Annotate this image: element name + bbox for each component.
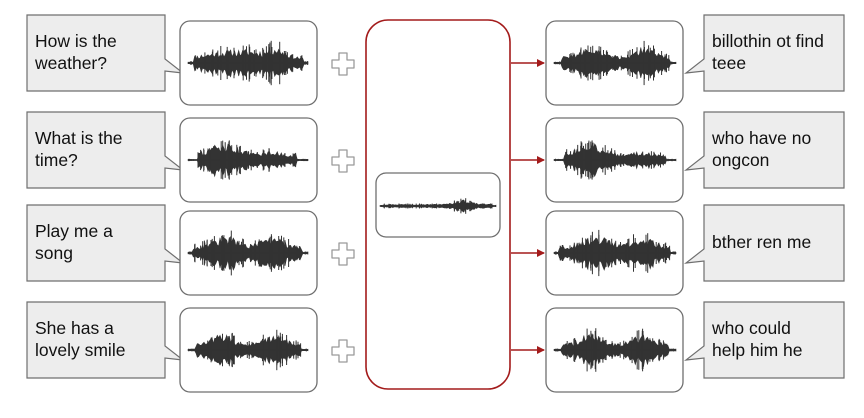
bubble-text-line: teee [712, 53, 746, 73]
bubble-text-line: who have no [711, 128, 811, 148]
audio-waveform-icon [187, 40, 309, 86]
perturbation-audio-box [375, 172, 501, 238]
bubble-text-line: song [35, 243, 73, 263]
audio-waveform-icon [187, 230, 309, 276]
audio-waveform-icon [553, 140, 677, 180]
bubble-text-line: How is the [35, 31, 117, 51]
plus-icon [331, 149, 355, 173]
bubble-text-line: ongcon [712, 150, 769, 170]
output-text-bubble: bther ren me [683, 204, 845, 282]
bubble-text-line: Play me a [35, 221, 113, 241]
bubble-text-line: time? [35, 150, 78, 170]
audio-waveform-icon [553, 328, 677, 372]
plus-icon [331, 242, 355, 266]
audio-waveform-icon [553, 40, 677, 86]
input-audio-box [179, 20, 318, 106]
bubble-text-line: help him he [712, 340, 802, 360]
bubble-text-line: bther ren me [712, 232, 811, 252]
plus-icon [331, 52, 355, 76]
bubble-text-line: She has a [35, 318, 114, 338]
bubble-text-line: lovely smile [35, 340, 125, 360]
input-audio-box [179, 307, 318, 393]
output-audio-box [545, 20, 684, 106]
bubble-text-line: What is the [35, 128, 123, 148]
input-audio-box [179, 117, 318, 203]
output-audio-box [545, 307, 684, 393]
audio-waveform-icon [379, 198, 497, 214]
input-audio-box [179, 210, 318, 296]
bubble-text-line: who could [711, 318, 791, 338]
output-audio-box [545, 117, 684, 203]
audio-waveform-icon [553, 229, 677, 277]
bubble-text-line: billothin ot find [712, 31, 824, 51]
bubble-text-line: weather? [34, 53, 107, 73]
audio-waveform-icon [187, 140, 309, 180]
plus-icon [331, 339, 355, 363]
output-audio-box [545, 210, 684, 296]
audio-waveform-icon [187, 329, 309, 371]
